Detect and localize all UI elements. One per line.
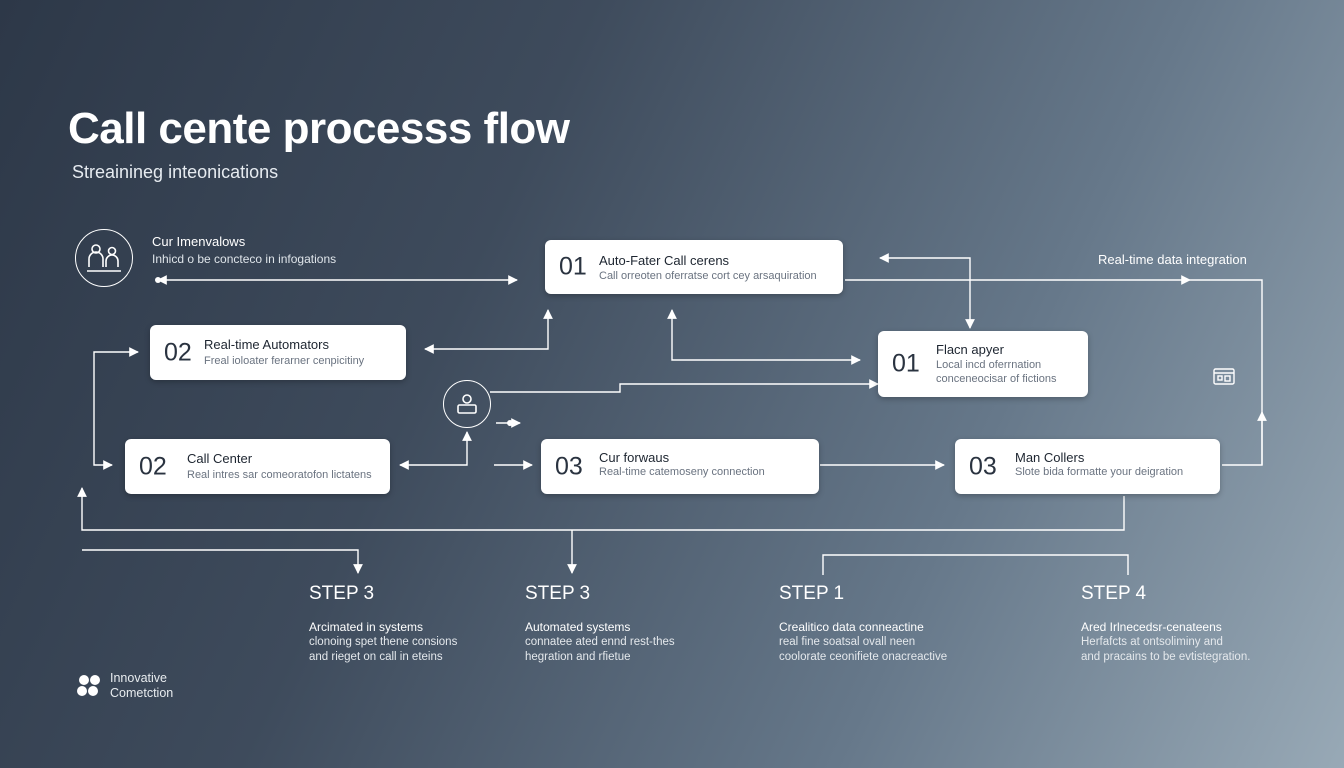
brand-line-1: Innovative: [110, 671, 167, 685]
step-label: STEP 3: [525, 583, 591, 604]
card-title: Auto-Fater Call cerens: [599, 253, 730, 268]
card-number: 02: [139, 452, 167, 480]
card-desc: Call orreoten oferratse cort cey arsaqui…: [599, 270, 817, 282]
step-item: STEP 3 Automated systems connatee ated e…: [525, 583, 675, 664]
step-text: Herfafcts at ontsoliminy and: [1081, 636, 1223, 648]
top-left-title: Cur Imenvalows: [152, 234, 246, 249]
step-text: real fine soatsal ovall neen: [779, 636, 916, 648]
step-text: connatee ated ennd rest-thes: [525, 636, 675, 648]
card-desc: Real-time catemoseny connection: [599, 466, 765, 478]
card-call-center[interactable]: 02 Call Center Real intres sar comeorato…: [125, 439, 390, 494]
step-heading: Ared Irlnecedsr-cenateens: [1081, 620, 1222, 634]
logo-icon: [76, 672, 104, 703]
card-title: Call Center: [187, 451, 253, 466]
card-auto-fater[interactable]: 01 Auto-Fater Call cerens Call orreoten …: [545, 240, 843, 294]
step-label: STEP 1: [779, 583, 845, 604]
step-heading: Crealitico data conneactine: [779, 620, 924, 634]
agent-icon[interactable]: [443, 380, 491, 428]
card-man-collers[interactable]: 03 Man Collers Slote bida formatte your …: [955, 439, 1220, 494]
card-desc: Freal ioloater ferarner cenpicitiny: [204, 355, 365, 367]
step-label: STEP 4: [1081, 583, 1147, 604]
card-flacn-apyer[interactable]: 01 Flacn apyer Local incd oferrnation co…: [878, 331, 1088, 397]
step-text: coolorate ceonifiete onacreactive: [779, 651, 948, 663]
step-text: hegration and rfietue: [525, 651, 631, 663]
card-title: Real-time Automators: [204, 337, 329, 352]
card-desc: Local incd oferrnation: [936, 359, 1042, 371]
card-title: Flacn apyer: [936, 342, 1004, 357]
card-desc: Slote bida formatte your deigration: [1015, 466, 1184, 478]
card-desc: Real intres sar comeoratofon lictatens: [187, 469, 372, 481]
card-number: 01: [892, 349, 920, 378]
step-text: and pracains to be evtistegration.: [1081, 651, 1251, 663]
card-number: 03: [555, 452, 583, 480]
page-title: Call cente processs flow: [68, 104, 570, 153]
step-item: STEP 1 Crealitico data conneactine real …: [779, 583, 947, 664]
card-title: Man Collers: [1015, 450, 1085, 465]
card-desc-2: conceneocisar of fictions: [936, 373, 1057, 385]
card-number: 03: [969, 452, 997, 480]
card-number: 01: [559, 252, 587, 281]
card-realtime-automators[interactable]: 02 Real-time Automators Freal ioloater f…: [150, 325, 406, 380]
card-title: Cur forwaus: [599, 450, 670, 465]
page-subtitle: Streainineg inteonications: [72, 162, 279, 182]
step-item: STEP 3 Arcimated in systems clonoing spe…: [309, 583, 457, 664]
card-number: 02: [164, 338, 192, 366]
step-item: STEP 4 Ared Irlnecedsr-cenateens Herfafc…: [1081, 583, 1250, 664]
people-icon: [75, 229, 133, 287]
step-heading: Arcimated in systems: [309, 620, 424, 634]
step-text: and rieget on call in eteins: [309, 651, 443, 663]
realtime-integration-label: Real-time data integration: [1098, 252, 1247, 267]
top-left-desc: Inhicd o be concteco in infogations: [152, 252, 337, 266]
brand-name: Innovative Cometction: [110, 671, 173, 701]
calendar-icon: [1212, 366, 1236, 391]
card-cur-forwaus[interactable]: 03 Cur forwaus Real-time catemoseny conn…: [541, 439, 819, 494]
brand-line-2: Cometction: [110, 686, 174, 700]
step-heading: Automated systems: [525, 620, 631, 634]
step-text: clonoing spet thene consions: [309, 636, 458, 648]
step-label: STEP 3: [309, 583, 375, 604]
